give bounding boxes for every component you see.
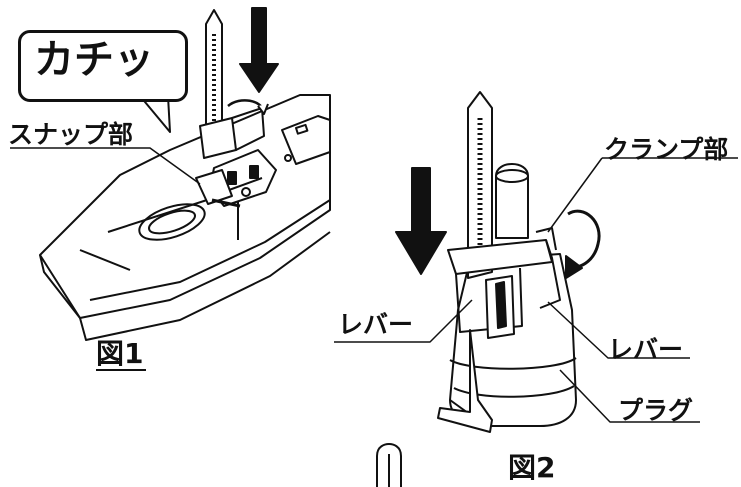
plug-clamp-illustration (96, 91, 738, 433)
snap-part-label: スナップ部 (8, 120, 134, 149)
power-strip-illustration (10, 7, 331, 341)
click-sound-label: カチッ (34, 37, 154, 83)
callout-bubble (18, 30, 188, 102)
clamp-part-label: クランプ部 (604, 135, 729, 164)
figure-2-label: 図2 (508, 451, 556, 484)
plug-label: プラグ (618, 396, 694, 425)
lever-left-label: レバー (338, 310, 414, 339)
lever-right-label: レバー (608, 335, 684, 364)
figure-1-label: 図1 (96, 337, 144, 370)
